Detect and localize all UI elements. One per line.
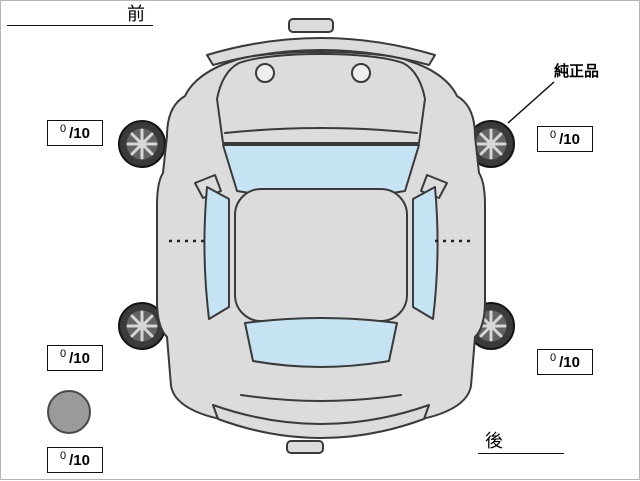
tire-score-value: 0: [550, 352, 557, 364]
tire-score-max: /10: [69, 349, 90, 367]
tire-score-front-left: 0 /10: [47, 120, 103, 146]
rear-direction-label: 後: [485, 431, 503, 451]
tire-score-value: 0: [60, 450, 67, 462]
tire-score-spare: 0 /10: [47, 447, 103, 473]
tire-score-value: 0: [60, 123, 67, 135]
rear-window-glass: [244, 317, 398, 368]
tire-score-rear-left: 0 /10: [47, 345, 103, 371]
tire-score-max: /10: [559, 353, 580, 371]
hood-circle-left: [255, 63, 275, 83]
rear-bumper: [212, 404, 430, 439]
rear-center-panel: [286, 440, 324, 454]
front-bumper: [206, 37, 436, 66]
left-side-window-glass: [203, 186, 230, 320]
genuine-part-pointer-line: [507, 81, 555, 124]
hood: [216, 53, 426, 144]
tire-score-max: /10: [69, 124, 90, 142]
tire-score-value: 0: [60, 348, 67, 360]
tire-score-max: /10: [559, 130, 580, 148]
rear-underline: [478, 453, 564, 454]
right-side-window-glass: [412, 186, 439, 320]
tire-score-max: /10: [69, 451, 90, 469]
tire-score-front-right: 0 /10: [537, 126, 593, 152]
front-direction-label: 前: [127, 4, 145, 24]
front-center-panel: [288, 18, 334, 33]
trunk-seam-line: [240, 394, 402, 402]
hood-circle-right: [351, 63, 371, 83]
cowl-line: [224, 127, 418, 134]
front-left-wheel-icon: [117, 119, 167, 169]
spare-tire-icon: [47, 390, 91, 434]
front-underline: [7, 25, 153, 26]
genuine-part-label: 純正品: [554, 63, 600, 80]
tire-score-value: 0: [550, 129, 557, 141]
roof: [234, 188, 408, 322]
tire-score-rear-right: 0 /10: [537, 349, 593, 375]
